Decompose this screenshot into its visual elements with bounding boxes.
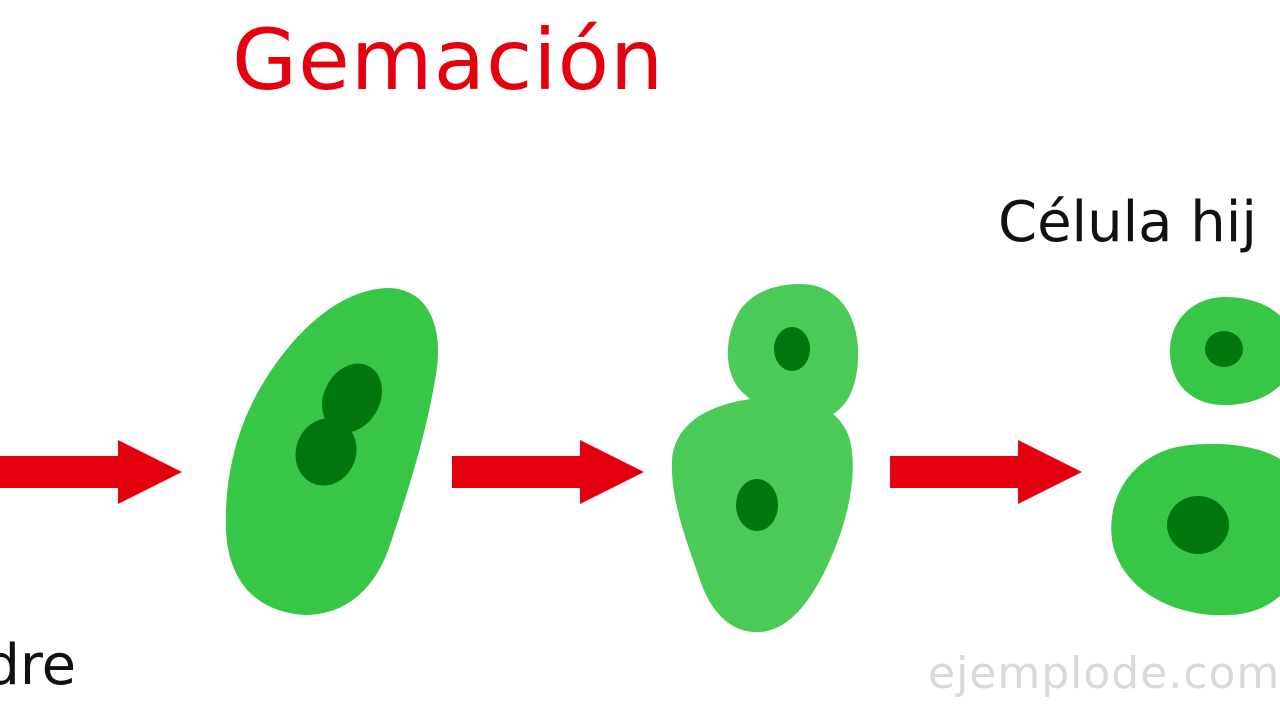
arrow-1-head bbox=[118, 440, 182, 504]
arrow-1 bbox=[0, 440, 182, 504]
arrow-3 bbox=[890, 440, 1082, 504]
mother-cell-nucleus-final bbox=[1167, 496, 1229, 554]
bud-nucleus bbox=[774, 327, 810, 371]
arrow-2-shaft bbox=[452, 456, 584, 488]
arrow-1-shaft bbox=[0, 456, 120, 488]
arrow-3-shaft bbox=[890, 456, 1022, 488]
separated-cells bbox=[1111, 297, 1280, 616]
nucleus-dividing-lower bbox=[295, 418, 357, 486]
diagram-title: Gemación bbox=[232, 11, 665, 109]
mother-cell-dividing bbox=[225, 288, 438, 615]
watermark: ejemplode.com bbox=[928, 648, 1280, 699]
budding-cell bbox=[671, 284, 859, 633]
parent-cell-nucleus bbox=[736, 479, 778, 531]
arrow-3-head bbox=[1018, 440, 1082, 504]
arrow-2 bbox=[452, 440, 644, 504]
mother-cell-label: adre bbox=[0, 633, 77, 698]
nucleus-dividing-upper bbox=[322, 363, 382, 433]
arrow-2-head bbox=[580, 440, 644, 504]
daughter-cell-label: Célula hij bbox=[998, 190, 1257, 255]
daughter-cell-nucleus bbox=[1205, 331, 1243, 367]
